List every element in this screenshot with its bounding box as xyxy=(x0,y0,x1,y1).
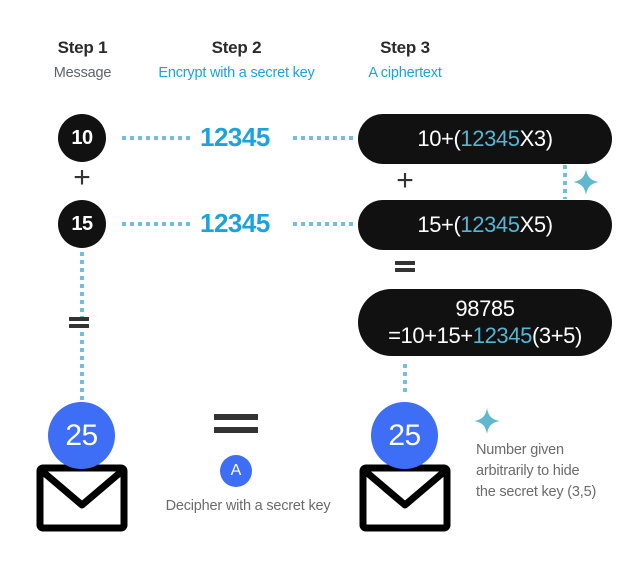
result-circle-plain: 25 xyxy=(48,402,115,469)
step-3-subtitle: A ciphertext xyxy=(368,65,442,81)
secret-key-first: 12345 xyxy=(200,122,270,152)
ciphertext-plus-operator: + xyxy=(396,164,414,197)
message-circle-10: 10 xyxy=(58,114,106,162)
ciphertext-result-line2-key: 12345 xyxy=(472,323,533,348)
ciphertext-pill-1-prefix: 10+( xyxy=(417,126,461,151)
step-3-title: Step 3 xyxy=(380,38,430,57)
equals-sign-col1 xyxy=(69,317,89,328)
step-2-subtitle: Encrypt with a secret key xyxy=(158,65,315,81)
step-2-title: Step 2 xyxy=(211,38,262,57)
dotted-connector-vertical-col1 xyxy=(80,252,84,404)
ciphertext-result-pill: 98785 =10+15+12345(3+5) xyxy=(358,289,612,356)
legend-sparkle-icon xyxy=(473,407,501,440)
equals-sign-bottom xyxy=(214,414,258,433)
equals-sign-col3 xyxy=(395,261,415,272)
message-circle-15: 15 xyxy=(58,200,106,248)
dotted-connector-10-to-key1 xyxy=(122,136,190,140)
ciphertext-pill-2: 15+(12345X5) xyxy=(358,200,612,250)
step-1-subtitle: Message xyxy=(53,65,112,81)
legend-description: Number given arbitrarily to hide the sec… xyxy=(476,440,626,503)
dotted-connector-key1-to-pill1 xyxy=(293,136,353,140)
message-circle-10-value: 10 xyxy=(71,126,93,149)
result-circle-decrypted: 25 xyxy=(371,402,438,469)
ciphertext-pill-2-prefix: 15+( xyxy=(417,212,461,237)
decipher-caption: Decipher with a secret key xyxy=(165,498,331,514)
ciphertext-pill-2-suffix: X5) xyxy=(519,212,553,237)
step-1-title: Step 1 xyxy=(57,38,108,57)
secret-key-second: 12345 xyxy=(200,208,270,238)
envelope-icon-right xyxy=(359,464,451,537)
legend-line-2: arbitrarily to hide xyxy=(476,463,580,479)
ciphertext-pill-1-suffix: X3) xyxy=(519,126,553,151)
sparkle-icon xyxy=(572,168,600,201)
ciphertext-pill-1: 10+(12345X3) xyxy=(358,114,612,164)
message-circle-15-value: 15 xyxy=(71,212,93,235)
envelope-icon-left xyxy=(36,464,128,537)
step-3-header: Step 3 A ciphertext xyxy=(340,38,470,83)
result-circle-decrypted-value: 25 xyxy=(388,418,421,452)
result-circle-plain-value: 25 xyxy=(65,418,98,452)
secret-key-badge-label: A xyxy=(230,462,242,479)
ciphertext-result-line2-suffix: (3+5) xyxy=(531,323,582,348)
secret-key-badge: A xyxy=(220,455,252,487)
ciphertext-result-line1: 98785 xyxy=(455,296,515,321)
dotted-connector-result-to-plain xyxy=(403,364,407,392)
ciphertext-pill-2-key: 12345 xyxy=(460,212,520,237)
dotted-connector-15-to-key2 xyxy=(122,222,190,226)
dotted-connector-key2-to-pill2 xyxy=(293,222,353,226)
legend-line-1: Number given xyxy=(476,442,564,458)
step-1-header: Step 1 Message xyxy=(20,38,145,83)
ciphertext-pill-1-key: 12345 xyxy=(460,126,520,151)
legend-line-3: the secret key (3,5) xyxy=(476,484,597,500)
ciphertext-result-line2-prefix: =10+15+ xyxy=(388,323,473,348)
step-2-header: Step 2 Encrypt with a secret key xyxy=(140,38,333,83)
message-plus-operator: + xyxy=(73,161,91,194)
dotted-connector-sparkle xyxy=(563,165,567,199)
